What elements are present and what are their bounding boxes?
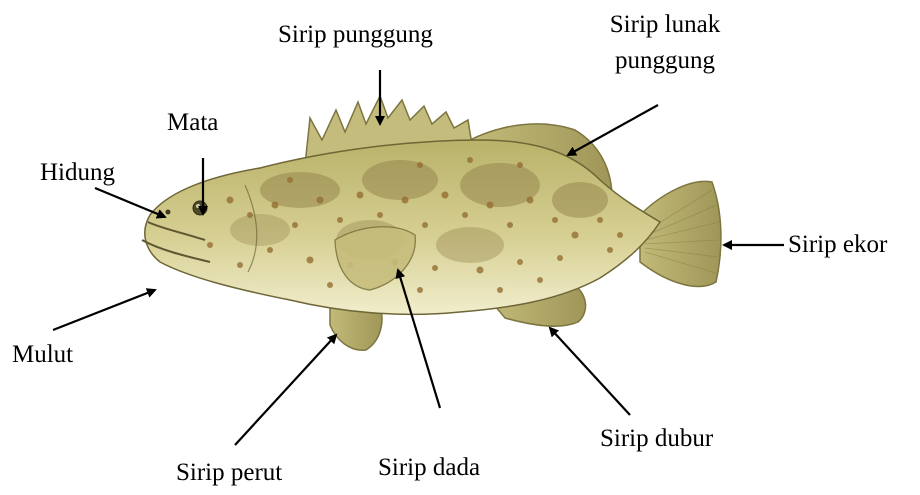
label-mata: Mata xyxy=(167,108,218,138)
label-sirip-perut: Sirip perut xyxy=(176,458,282,488)
label-mulut: Mulut xyxy=(12,340,73,370)
label-sirip-lunak-punggung-line2: punggung xyxy=(580,46,750,76)
label-sirip-dubur: Sirip dubur xyxy=(600,424,713,454)
label-sirip-dada: Sirip dada xyxy=(378,453,480,483)
arrow-mulut xyxy=(53,290,155,330)
label-sirip-punggung: Sirip punggung xyxy=(278,20,433,50)
nostril xyxy=(166,210,171,215)
eye xyxy=(193,201,207,215)
label-sirip-lunak-punggung-line1: Sirip lunak xyxy=(580,10,750,40)
label-sirip-ekor: Sirip ekor xyxy=(788,230,887,260)
grouper-fish-illustration xyxy=(142,96,721,350)
arrow-hidung xyxy=(95,188,165,217)
arrow-sirip-lunak-punggung xyxy=(568,105,658,155)
arrow-sirip-perut xyxy=(235,335,336,445)
label-sirip-lunak-punggung: Sirip lunak punggung xyxy=(580,10,750,76)
arrow-sirip-dubur xyxy=(550,328,630,415)
label-hidung: Hidung xyxy=(40,158,115,188)
